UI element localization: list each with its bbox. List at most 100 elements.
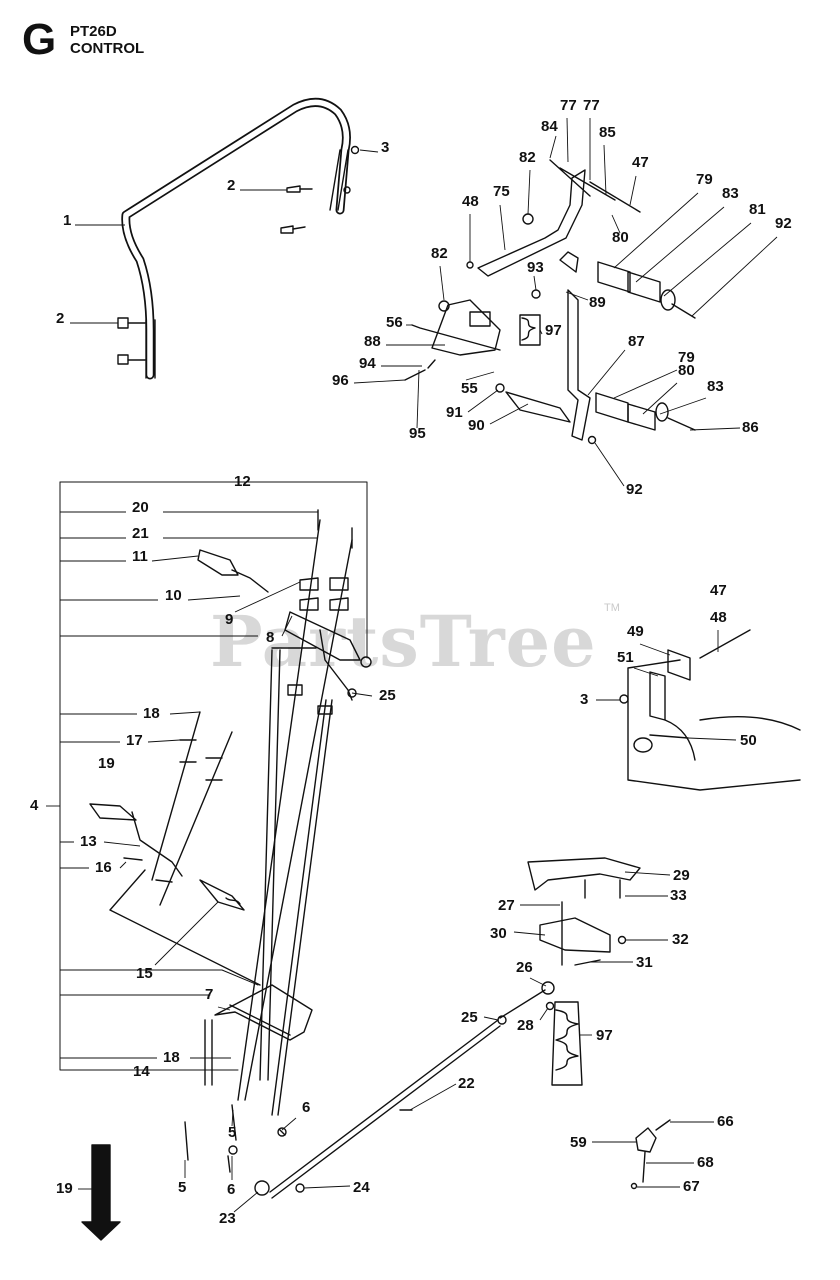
callout-82: 82 — [431, 245, 448, 262]
callout-91: 91 — [446, 404, 463, 421]
callout-4: 4 — [30, 797, 39, 814]
leader-line-50 — [687, 737, 737, 741]
callout-25: 25 — [379, 687, 396, 704]
callout-80: 80 — [612, 229, 629, 246]
leader-line-49 — [639, 643, 671, 656]
callout-85: 85 — [599, 124, 616, 141]
lever-assembly — [89, 509, 372, 1086]
callout-24: 24 — [353, 1179, 370, 1196]
callout-11: 11 — [132, 548, 148, 565]
callout-20: 20 — [132, 499, 149, 516]
leader-line-87 — [587, 349, 626, 396]
section-title: CONTROL — [70, 40, 145, 57]
leader-line-80 — [642, 382, 678, 415]
leader-line-15 — [154, 901, 219, 966]
callout-47: 47 — [710, 582, 727, 599]
callout-15: 15 — [136, 965, 153, 982]
leader-line-26 — [529, 977, 547, 987]
continuation-arrow — [81, 1144, 121, 1241]
handlebar — [121, 97, 351, 380]
callout-92: 92 — [626, 481, 643, 498]
leader-line-30 — [513, 931, 546, 936]
callout-30: 30 — [490, 925, 507, 942]
callout-2: 2 — [56, 310, 64, 327]
callout-19: 19 — [56, 1180, 73, 1197]
leader-line-5 — [231, 1109, 234, 1127]
callout-75: 75 — [493, 183, 510, 200]
callout-8: 8 — [266, 629, 274, 646]
leader-line-8 — [60, 615, 293, 637]
control-linkage — [404, 159, 696, 445]
callout-92: 92 — [775, 215, 792, 232]
callout-6: 6 — [302, 1099, 310, 1116]
inset-detail — [619, 629, 801, 791]
leader-line-96 — [353, 379, 406, 384]
callout-79: 79 — [678, 349, 695, 366]
leader-line-6 — [281, 1117, 297, 1131]
leader-line-83 — [659, 397, 707, 415]
section-letter: G — [22, 15, 57, 64]
callout-23: 23 — [219, 1210, 236, 1227]
leader-line-83 — [635, 206, 725, 283]
callout-59: 59 — [570, 1134, 587, 1151]
leader-line-82 — [527, 169, 531, 215]
callout-19: 19 — [98, 755, 115, 772]
callout-16: 16 — [95, 859, 112, 876]
small-fitting — [630, 1119, 671, 1190]
callout-1: 1 — [63, 212, 71, 229]
callout-49: 49 — [627, 623, 644, 640]
callout-26: 26 — [516, 959, 533, 976]
leader-line-25 — [483, 1016, 499, 1021]
callout-33: 33 — [670, 887, 687, 904]
callout-88: 88 — [364, 333, 381, 350]
callout-66: 66 — [717, 1113, 734, 1130]
watermark-trademark: TM — [604, 602, 620, 614]
callout-12: 12 — [234, 473, 251, 490]
callout-5: 5 — [178, 1179, 186, 1196]
leader-line-91 — [467, 389, 499, 413]
callout-81: 81 — [749, 201, 766, 218]
model-number: PT26D — [70, 23, 117, 40]
leader-line-82 — [439, 265, 445, 301]
callout-47: 47 — [632, 154, 649, 171]
leader-line-81 — [663, 222, 752, 297]
callout-32: 32 — [672, 931, 689, 948]
leader-line-79 — [613, 192, 699, 269]
leader-line-79 — [613, 369, 678, 399]
leader-line-24 — [303, 1185, 351, 1189]
callout-18: 18 — [143, 705, 160, 722]
callout-17: 17 — [126, 732, 143, 749]
leader-line-86 — [689, 427, 741, 431]
control-rods — [237, 519, 353, 1116]
callout-55: 55 — [461, 380, 478, 397]
leader-line-80 — [611, 214, 621, 234]
leader-line-23 — [233, 1191, 259, 1213]
callout-90: 90 — [468, 417, 485, 434]
callout-3: 3 — [381, 139, 389, 156]
leader-line-97 — [539, 329, 543, 335]
callout-48: 48 — [710, 609, 727, 626]
leader-line-90 — [489, 403, 529, 425]
callout-93: 93 — [527, 259, 544, 276]
callout-83: 83 — [722, 185, 739, 202]
callout-5: 5 — [228, 1124, 236, 1141]
callout-77: 77 — [560, 97, 577, 114]
callout-50: 50 — [740, 732, 757, 749]
leader-line-13 — [60, 841, 141, 847]
leader-line-9 — [234, 581, 301, 613]
callout-51: 51 — [617, 649, 634, 666]
leader-line-92 — [691, 236, 778, 317]
leader-line-10 — [60, 595, 241, 601]
callout-82: 82 — [519, 149, 536, 166]
leader-line-47 — [629, 175, 637, 206]
leader-line-7 — [217, 1006, 231, 1011]
callout-77: 77 — [583, 97, 600, 114]
leader-line-55 — [465, 371, 495, 381]
callout-3: 3 — [580, 691, 588, 708]
callout-13: 13 — [80, 833, 97, 850]
callout-31: 31 — [636, 954, 653, 971]
leader-line-89 — [565, 291, 589, 301]
callout-97: 97 — [545, 322, 562, 339]
callout-96: 96 — [332, 372, 349, 389]
